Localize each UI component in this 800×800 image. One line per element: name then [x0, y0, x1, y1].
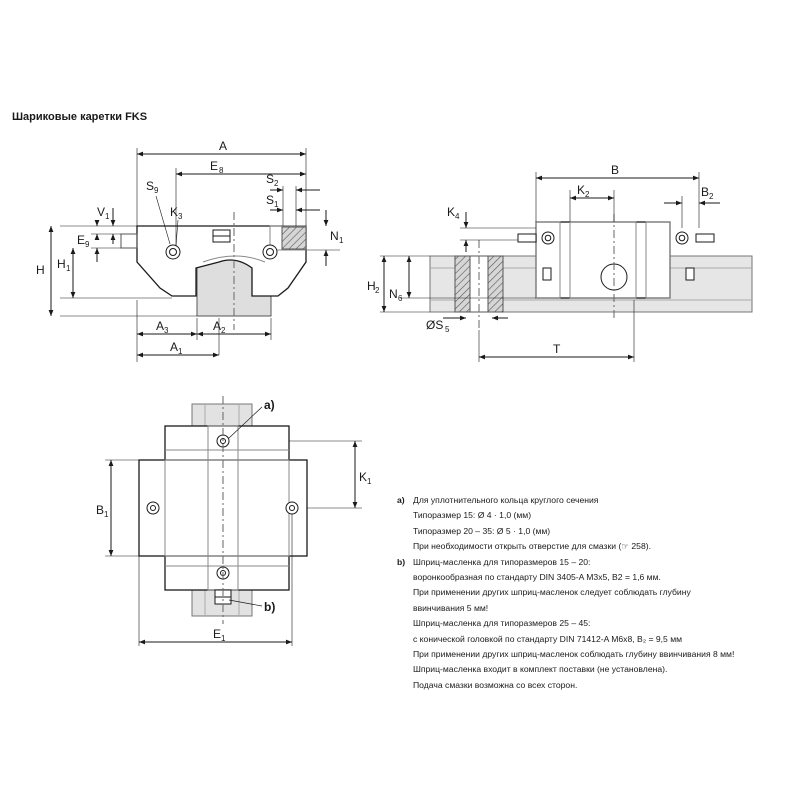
svg-text:9: 9: [85, 240, 90, 249]
note-a-line: При необходимости открыть отверстие для …: [413, 541, 651, 552]
dim-label-H: H: [36, 263, 45, 277]
dim-label-B1: B: [96, 503, 104, 517]
dim-label-K4: K: [447, 205, 455, 219]
dim-label-B2: B: [701, 185, 709, 199]
svg-text:1: 1: [367, 477, 372, 486]
dim-label-N1: N: [330, 229, 339, 243]
callout-a: a): [264, 398, 275, 412]
side-carriage: [535, 221, 671, 299]
callout-b: b): [264, 600, 275, 614]
lube-nipple-right: [675, 231, 689, 245]
svg-text:1: 1: [339, 236, 344, 245]
svg-text:1: 1: [178, 347, 183, 356]
svg-text:1: 1: [66, 264, 71, 273]
dim-label-K2: K: [577, 183, 585, 197]
svg-text:3: 3: [164, 326, 169, 335]
svg-text:2: 2: [274, 179, 279, 188]
dim-label-A: A: [219, 139, 227, 153]
page-title: Шариковые каретки FKS: [12, 111, 148, 123]
note-a: a) Для уплотнительного кольца круглого с…: [397, 493, 797, 555]
note-b-line: Шприц-масленка входит в комплект поставк…: [413, 664, 668, 675]
svg-text:8: 8: [219, 166, 224, 175]
note-b-line: воронкообразная по стандарту DIN 3405-A …: [413, 572, 661, 583]
dim-label-V1: V: [97, 205, 105, 219]
note-a-line: Для уплотнительного кольца круглого сече…: [413, 495, 599, 505]
dim-label-T: T: [553, 342, 561, 356]
svg-text:5: 5: [445, 325, 450, 334]
dim-label-H1: H: [57, 257, 66, 271]
side-bolt-right: [285, 501, 299, 515]
svg-text:2: 2: [221, 326, 226, 335]
dim-label-A2: A: [213, 319, 221, 333]
note-b-line: При применении других шприц-масленок сле…: [413, 587, 691, 598]
svg-text:2: 2: [585, 190, 590, 199]
dim-label-E8: E: [210, 159, 218, 173]
dim-label-K3: K: [170, 205, 178, 219]
dim-label-K1: K: [359, 470, 367, 484]
svg-text:6: 6: [398, 294, 403, 303]
svg-text:4: 4: [455, 212, 460, 221]
dim-label-N6: N: [389, 287, 398, 301]
svg-text:1: 1: [274, 200, 279, 209]
svg-text:2: 2: [709, 192, 714, 201]
front-view-labels: A E 8 S 9 S 2 S 1 V 1 K 3 N 1 E 9 H H 1 …: [36, 139, 344, 356]
dim-label-S1: S: [266, 193, 274, 207]
dim-label-S9: S: [146, 179, 154, 193]
note-a-line: Типоразмер 20 – 35: Ø 5 · 1,0 (мм): [413, 525, 551, 536]
note-b-line: Шприц-масленка для типоразмеров 25 – 45:: [413, 618, 591, 629]
dim-label-E9: E: [77, 233, 85, 247]
front-view: [48, 148, 340, 362]
note-a-key: a): [397, 495, 405, 505]
note-b-line: Подача смазки возможна со всех сторон.: [413, 679, 578, 690]
dim-label-E1: E: [213, 627, 221, 641]
svg-text:9: 9: [154, 186, 159, 195]
side-view-labels: B K 2 B 2 K 4 H 2 N 6 ØS 5 T: [367, 163, 714, 356]
footnotes: a) Для уплотнительного кольца круглого с…: [397, 493, 797, 693]
note-a-line: Типоразмер 15: Ø 4 · 1,0 (мм): [413, 510, 532, 521]
lube-nipple-left: [541, 231, 555, 245]
dim-label-H2: H: [367, 279, 376, 293]
note-b-line: При применении других шприц-масленок соб…: [413, 649, 735, 660]
note-b-line: Шприц-масленка для типоразмеров 15 – 20:: [413, 556, 591, 567]
side-bolt-left: [146, 501, 160, 515]
dim-label-B: B: [611, 163, 619, 177]
svg-text:2: 2: [375, 286, 380, 295]
note-b: b) Шприц-масленка для типоразмеров 15 – …: [397, 555, 797, 694]
note-b-key: b): [397, 556, 406, 567]
bolt-right: [262, 244, 278, 260]
svg-text:1: 1: [221, 634, 226, 643]
svg-text:3: 3: [178, 212, 183, 221]
dim-label-S2: S: [266, 172, 274, 186]
bolt-left: [165, 244, 181, 260]
dim-label-A1: A: [170, 340, 178, 354]
dim-label-A3: A: [156, 319, 164, 333]
top-view: [105, 396, 362, 646]
note-b-line: с конической головкой по стандарту DIN 7…: [413, 633, 683, 644]
dim-label-S5: ØS: [426, 318, 443, 332]
carriage-body: [136, 225, 307, 297]
svg-text:1: 1: [104, 510, 109, 519]
note-b-line: ввинчивания 5 мм!: [413, 602, 489, 613]
svg-text:1: 1: [105, 212, 110, 221]
top-view-labels: a) b) K 1 B 1 E 1: [96, 398, 372, 643]
side-view: [380, 172, 753, 362]
